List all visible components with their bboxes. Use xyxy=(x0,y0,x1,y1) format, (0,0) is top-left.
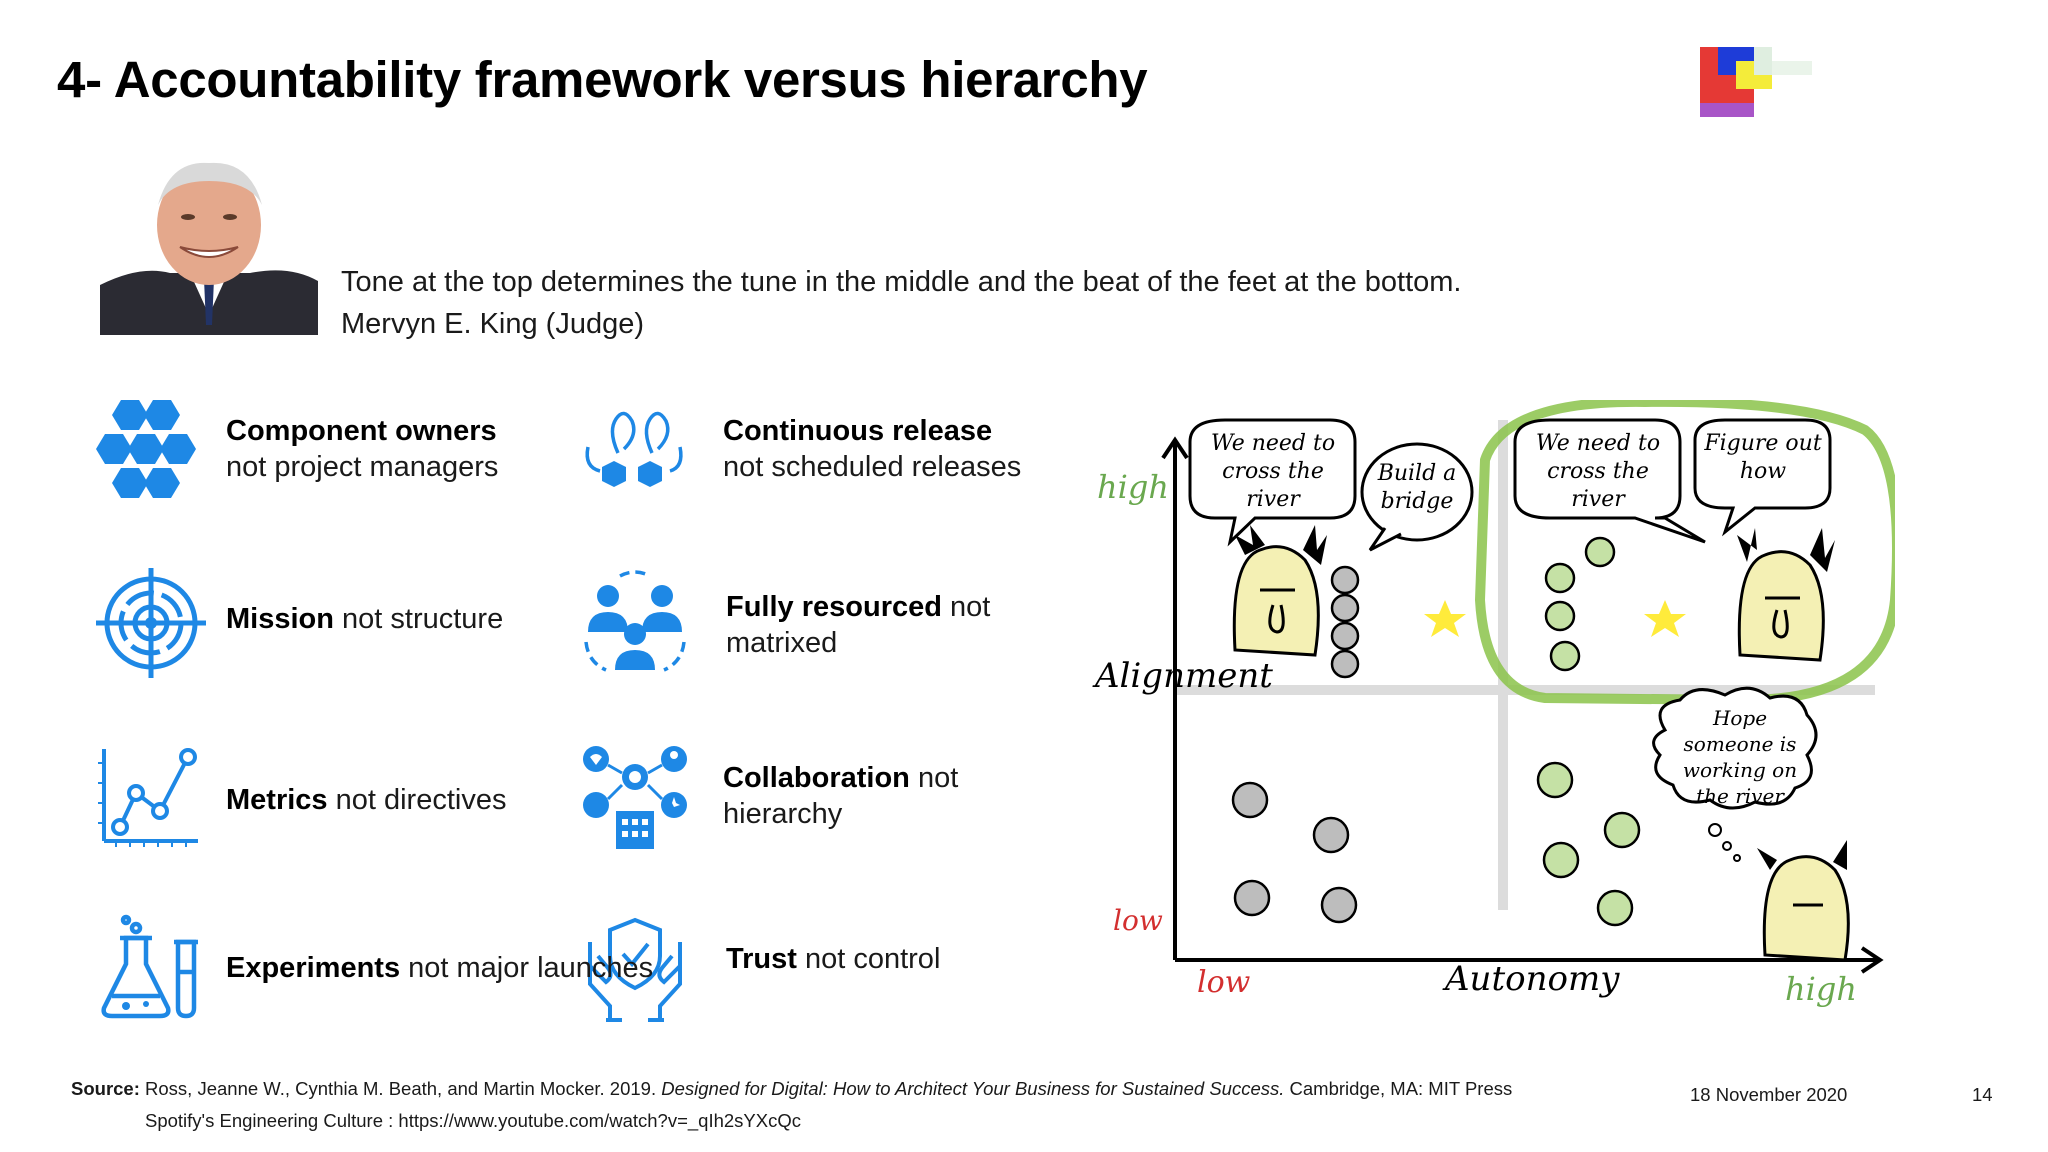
slide-title: 4- Accountability framework versus hiera… xyxy=(57,51,1148,108)
item-rest: not structure xyxy=(342,603,504,635)
item-fully-resourced: Fully resourced not matrixed xyxy=(726,589,1026,661)
hands-shield-trust-icon xyxy=(588,917,682,1022)
high-high-highlight xyxy=(1474,400,1895,706)
target-crosshair-icon xyxy=(96,568,206,678)
item-rest: not control xyxy=(804,943,941,975)
bubble-3-text: We need to cross the river xyxy=(1535,431,1661,510)
item-rest: not major launches xyxy=(408,952,654,984)
item-bold: Mission xyxy=(226,603,334,635)
y-high-label: high xyxy=(1097,468,1169,506)
footer-date: 18 November 2020 xyxy=(1690,1084,1848,1105)
continuous-release-cycle-icon xyxy=(585,411,683,487)
team-resources-icon xyxy=(584,570,686,672)
page-number: 14 xyxy=(1972,1084,1993,1105)
source-text-2: Cambridge, MA: MIT Press xyxy=(1289,1078,1513,1099)
bubble-5-text: Hope someone is working on the river pro… xyxy=(1682,706,1798,805)
item-bold: Fully resourced xyxy=(726,591,942,623)
item-bold: Collaboration xyxy=(723,762,910,794)
item-bold: Metrics xyxy=(226,784,328,816)
source-label: Source: xyxy=(71,1078,140,1099)
quote-text: Tone at the top determines the tune in t… xyxy=(341,266,1462,298)
item-rest: not project managers xyxy=(226,451,499,483)
item-bold: Trust xyxy=(726,943,797,975)
star-right xyxy=(1644,600,1686,637)
leader-head-bottom xyxy=(1757,840,1850,962)
item-bold: Experiments xyxy=(226,952,401,984)
item-bold: Component owners xyxy=(226,415,497,447)
item-experiments: Experiments not major launches xyxy=(226,950,653,986)
footer-source: Source: Ross, Jeanne W., Cynthia M. Beat… xyxy=(71,1078,1512,1100)
company-logo xyxy=(1700,47,1812,117)
source-title: Designed for Digital: How to Architect Y… xyxy=(661,1078,1285,1099)
speech-bubble-1: We need to cross the river xyxy=(1188,418,1357,547)
item-rest: not matrixed xyxy=(726,591,991,659)
item-rest: not directives xyxy=(335,784,507,816)
speech-bubble-2: Build a bridge xyxy=(1360,442,1474,552)
leader-head-right xyxy=(1737,528,1835,662)
bubble-4-text: Figure out how xyxy=(1704,431,1822,484)
quote-author: Mervyn E. King (Judge) xyxy=(341,308,645,340)
item-collaboration: Collaboration not hierarchy xyxy=(723,760,993,832)
item-trust: Trust not control xyxy=(726,941,940,977)
speaker-photo xyxy=(100,155,318,335)
hexagon-cluster-icon xyxy=(96,400,196,498)
lab-flask-icon xyxy=(101,914,198,1019)
small-faces-gray xyxy=(1231,565,1360,924)
item-bold: Continuous release xyxy=(723,415,993,447)
leader-head-left xyxy=(1232,525,1327,657)
source-text-1: Ross, Jeanne W., Cynthia M. Beath, and M… xyxy=(145,1078,657,1099)
y-low-label: low xyxy=(1113,904,1163,937)
bubble-1-text: We need to cross the river xyxy=(1210,431,1336,510)
x-high-label: high xyxy=(1785,970,1857,1008)
speech-bubble-3: We need to cross the river xyxy=(1513,418,1706,544)
x-low-label: low xyxy=(1197,965,1251,1000)
line-graph-metrics-icon xyxy=(98,748,198,847)
item-rest: not scheduled releases xyxy=(723,451,1022,483)
collaboration-network-icon xyxy=(583,746,687,849)
footer-source-line-2: Spotify's Engineering Culture : https://… xyxy=(145,1110,801,1131)
item-rest: not hierarchy xyxy=(723,762,959,830)
item-continuous-release: Continuous release not scheduled release… xyxy=(723,413,1021,485)
star-left xyxy=(1424,600,1466,637)
alignment-autonomy-cartoon: Alignment Autonomy high low low high We … xyxy=(1092,400,1895,1008)
bubble-2-text: Build a bridge xyxy=(1377,461,1457,514)
y-axis-label: Alignment xyxy=(1092,656,1273,696)
item-component-owners: Component owners not project managers xyxy=(226,413,498,485)
thought-bubble-5: Hope someone is working on the river pro… xyxy=(1652,686,1818,862)
x-axis-label: Autonomy xyxy=(1442,959,1620,999)
small-faces-green xyxy=(1536,536,1641,927)
speech-bubble-4: Figure out how xyxy=(1693,418,1832,537)
item-metrics: Metrics not directives xyxy=(226,782,506,818)
item-mission: Mission not structure xyxy=(226,601,503,637)
